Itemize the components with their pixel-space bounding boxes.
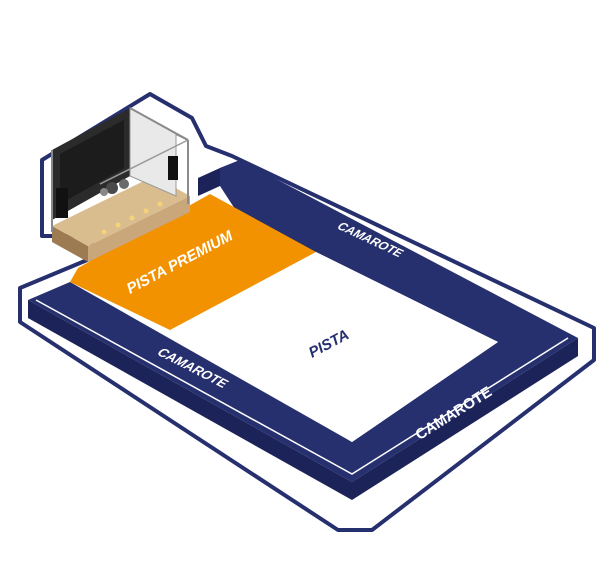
pista-premium-area[interactable] <box>70 194 316 330</box>
camarote-ring[interactable] <box>28 160 578 500</box>
pista-area[interactable] <box>170 252 498 442</box>
stage-icon <box>51 107 190 262</box>
ring-inner-stripe <box>35 299 569 475</box>
stage[interactable] <box>51 107 190 262</box>
